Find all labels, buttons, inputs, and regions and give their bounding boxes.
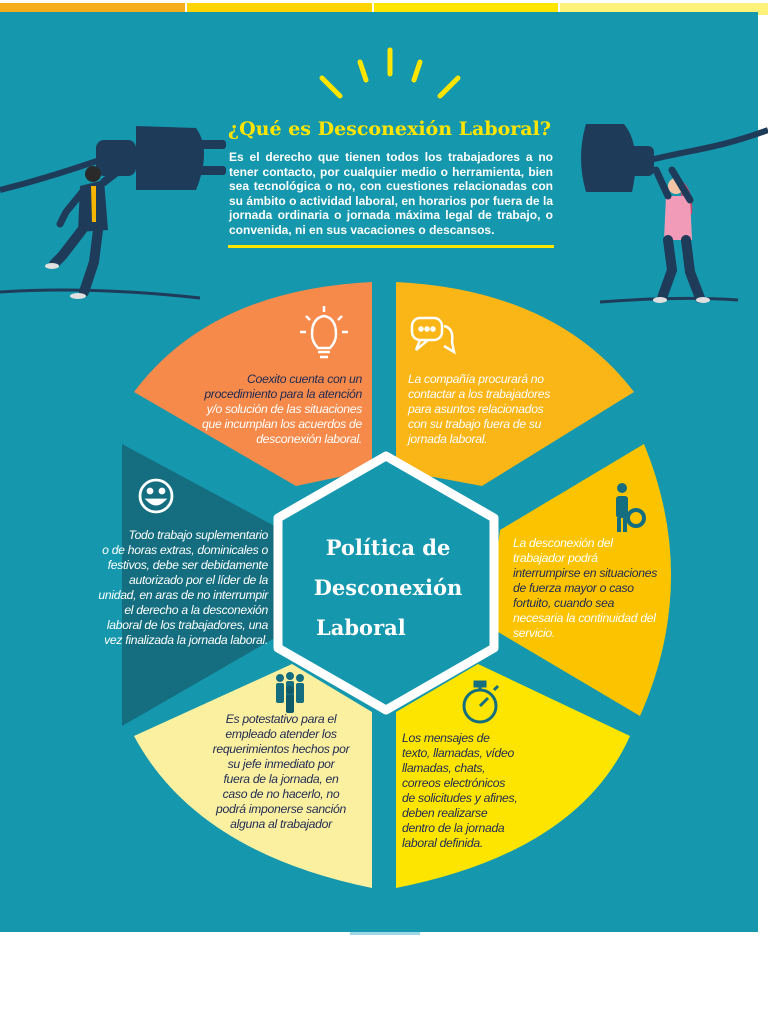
center-hexagon <box>273 451 499 715</box>
text-line: requerimientos hechos por <box>212 742 350 756</box>
text-line: La compañía procurará no <box>408 372 544 386</box>
text-line: deben realizarse <box>402 806 488 820</box>
text-line: su jefe inmediato por <box>227 757 335 771</box>
businesswoman-figure <box>599 166 739 304</box>
text-line: vez finalizada la jornada laboral. <box>104 633 268 647</box>
page-title: ¿Qué es Desconexión Laboral? <box>228 118 551 140</box>
smiley-face-icon <box>138 478 174 514</box>
text-line: Coexito cuenta con un <box>247 372 362 386</box>
text-line: festivos, debe ser debidamente <box>107 558 269 572</box>
segment-top-left-text: Coexito cuenta con un procedimiento para… <box>160 372 362 447</box>
text-line: interrumpirse en situaciones <box>513 566 658 580</box>
lightbulb-icon <box>300 306 348 359</box>
person-gear-icon <box>616 483 646 532</box>
text-line: Todo trabajo suplementario <box>128 528 269 542</box>
intro-paragraph: Es el derecho que tienen todos los traba… <box>229 150 553 237</box>
text-line: desconexión laboral. <box>256 432 362 446</box>
text-line: para asuntos relacionados <box>408 402 544 416</box>
text-line: con su trabajo fuera de su <box>408 417 542 431</box>
segment-bottom-left <box>134 664 372 888</box>
center-title: Política de Desconexión Laboral <box>298 528 478 648</box>
policy-wheel <box>122 282 672 888</box>
text-line: laboral definida. <box>402 836 483 850</box>
text-line: unidad, en aras de no interrumpir <box>98 588 268 602</box>
text-line: correos electrónicos <box>402 776 506 790</box>
text-line: necesaria la continuidad del <box>513 611 656 625</box>
text-line: alguna al trabajador <box>230 817 332 831</box>
text-line: que incumplan los acuerdos de <box>201 417 362 431</box>
text-line: Los mensajes de <box>402 731 490 745</box>
chat-bubbles-icon <box>410 316 456 355</box>
segment-right-text: La desconexión del trabajador podrá inte… <box>513 536 683 641</box>
text-line: el derecho a la desconexión <box>124 603 268 617</box>
text-line: trabajador podrá <box>513 551 598 565</box>
text-line: servicio. <box>513 626 555 640</box>
text-line: fuera de la jornada, en <box>223 772 339 786</box>
title-underline <box>228 245 554 248</box>
center-title-line: Política de <box>325 535 451 560</box>
segment-bottom-right-text: Los mensajes de texto, llamadas, vídeo l… <box>402 731 562 851</box>
group-people-icon <box>276 672 304 713</box>
segment-top-right <box>396 282 634 486</box>
segment-bottom-left-text: Es potestativo para el empleado atender … <box>196 712 366 832</box>
segment-top-right-text: La compañía procurará no contactar a los… <box>408 372 608 447</box>
center-title-line: Laboral <box>316 615 406 640</box>
text-line: podrá imponerse sanción <box>216 802 346 816</box>
text-line: laboral de los trabajadores, una <box>106 618 268 632</box>
text-line: llamadas, chats, <box>402 761 486 775</box>
text-line: y/o solución de las situaciones <box>206 402 363 416</box>
stopwatch-icon <box>462 680 500 724</box>
text-line: Es potestativo para el <box>225 712 337 726</box>
text-line: autorizado por el líder de la <box>129 573 268 587</box>
text-line: procedimiento para la atención <box>204 387 362 401</box>
light-rays-icon <box>319 47 461 99</box>
segment-left-text: Todo trabajo suplementario o de horas ex… <box>86 528 268 648</box>
text-line: de solicitudes y afines, <box>402 791 518 805</box>
text-line: de fuerza mayor o caso <box>513 581 634 595</box>
text-line: contactar a los trabajadores <box>408 387 550 401</box>
text-line: caso de no hacerlo, no <box>222 787 340 801</box>
businessman-figure <box>0 164 201 300</box>
left-plug-illustration <box>0 126 226 193</box>
center-title-line: Desconexión <box>313 575 463 600</box>
text-line: texto, llamadas, vídeo <box>402 746 514 760</box>
segment-left <box>122 444 292 726</box>
text-line: fortuito, cuando sea <box>513 596 615 610</box>
bottom-accent-line <box>350 932 420 935</box>
text-line: jornada laboral. <box>408 432 488 446</box>
text-line: La desconexión del <box>513 536 613 550</box>
text-line: empleado atender los <box>225 727 337 741</box>
segment-bottom-right <box>396 664 630 888</box>
text-line: o de horas extras, dominicales o <box>102 543 268 557</box>
text-line: dentro de la jornada <box>402 821 505 835</box>
right-socket-illustration <box>581 124 768 192</box>
